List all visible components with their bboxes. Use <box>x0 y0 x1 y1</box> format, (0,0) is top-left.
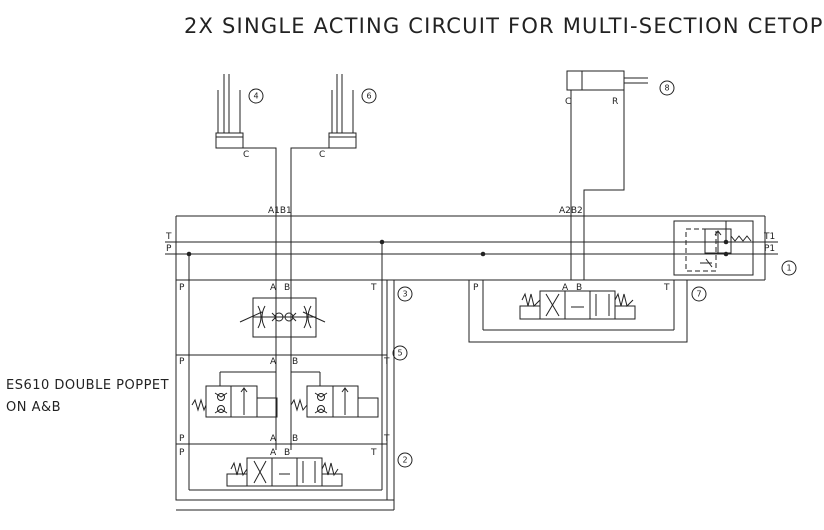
item-balloons: 1 2 3 4 5 6 7 8 <box>249 81 796 467</box>
label-a1b1: A1B1 <box>268 206 292 216</box>
label-t1: T1 <box>763 232 775 242</box>
balloon-2: 2 <box>402 456 407 465</box>
svg-text:P: P <box>179 283 185 293</box>
svg-text:T: T <box>663 283 670 293</box>
port-c: C <box>243 150 249 160</box>
note-line-2: ON A&B <box>6 400 62 415</box>
svg-text:T: T <box>370 283 377 293</box>
cylinder-4: C <box>216 74 249 160</box>
svg-text:A: A <box>270 434 277 444</box>
balloon-6: 6 <box>366 92 371 101</box>
stack-port-labels: P A B T P A B T P A B T P A B T <box>179 283 390 458</box>
balloon-3: 3 <box>402 290 407 299</box>
label-t: T <box>165 232 172 242</box>
svg-text:A: A <box>270 357 277 367</box>
svg-text:B: B <box>576 283 582 293</box>
label-p: P <box>166 244 172 254</box>
svg-text:B: B <box>284 283 290 293</box>
cylinder-8: C R <box>565 71 648 107</box>
directional-valve-section-7: P A B T <box>469 280 687 342</box>
svg-text:B: B <box>292 357 298 367</box>
svg-text:P: P <box>179 448 185 458</box>
flow-control-module <box>240 298 325 337</box>
note-line-1: ES610 DOUBLE POPPET <box>6 378 170 393</box>
svg-text:T: T <box>383 357 390 367</box>
svg-text:B: B <box>292 434 298 444</box>
cylinder-6: C <box>319 74 356 160</box>
port-r: R <box>612 97 618 107</box>
left-valve-stack <box>176 242 394 510</box>
balloon-8: 8 <box>664 84 669 93</box>
svg-text:P: P <box>179 434 185 444</box>
svg-text:P: P <box>179 357 185 367</box>
diagram-title: 2X SINGLE ACTING CIRCUIT FOR MULTI-SECTI… <box>184 14 824 38</box>
svg-text:T: T <box>383 434 390 444</box>
port-c: C <box>565 97 571 107</box>
balloon-1: 1 <box>786 264 791 273</box>
svg-text:P: P <box>473 283 479 293</box>
port-c: C <box>319 150 325 160</box>
svg-text:A: A <box>270 448 277 458</box>
double-poppet-module <box>192 372 378 417</box>
svg-text:A: A <box>562 283 569 293</box>
svg-text:B: B <box>284 448 290 458</box>
balloon-5: 5 <box>397 349 402 358</box>
svg-text:T: T <box>370 448 377 458</box>
balloon-7: 7 <box>696 290 701 299</box>
directional-valve-section-2 <box>227 458 342 486</box>
svg-text:A: A <box>270 283 277 293</box>
balloon-4: 4 <box>253 92 258 101</box>
label-p1: P1 <box>764 244 775 254</box>
relief-valve-section <box>674 221 753 275</box>
